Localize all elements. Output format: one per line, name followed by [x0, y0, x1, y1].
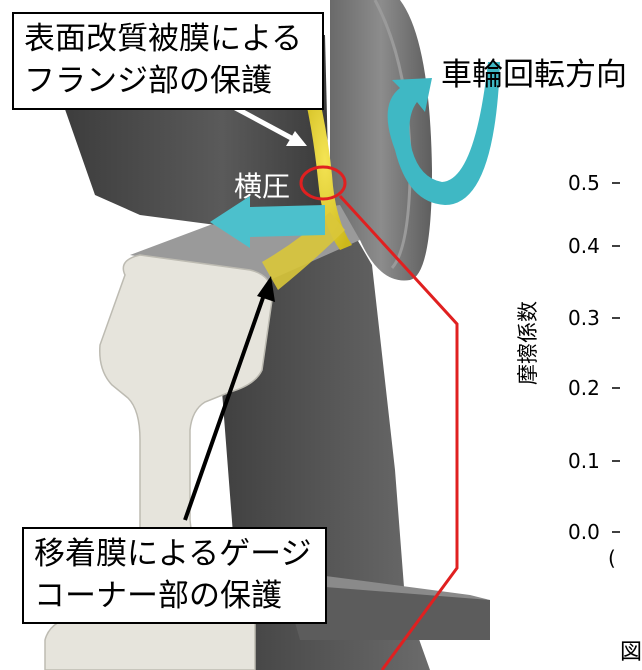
chart-y-axis-label: 摩擦係数: [516, 301, 540, 385]
callout-gauge-corner-protection: 移着膜によるゲージ コーナー部の保護: [22, 527, 327, 624]
callout-flange-protection: 表面改質被膜による フランジ部の保護: [12, 12, 324, 110]
y-tick-label: 0.0: [568, 520, 600, 544]
flange-coating: [298, 70, 352, 250]
lateral-force-arrow-icon: [210, 196, 325, 248]
wheel-flange: [330, 0, 432, 281]
y-tick-label: 0.2: [568, 376, 600, 400]
rotation-arrow-icon: [387, 62, 500, 205]
callout-bottom-line2: コーナー部の保護: [34, 578, 282, 614]
pointer-arrow-black: [183, 291, 267, 521]
y-tick-label: 0.3: [568, 306, 600, 330]
callout-top-line1: 表面改質被膜による: [24, 21, 303, 57]
pointer-arrowhead-white: [286, 131, 307, 146]
chart-axis: [612, 182, 620, 533]
callout-top-line2: フランジ部の保護: [24, 63, 272, 99]
callout-bottom-line1: 移着膜によるゲージ: [34, 536, 312, 572]
wheel-rotation-label: 車輪回転方向: [441, 57, 627, 93]
x-axis-partial: (: [608, 546, 616, 570]
pointer-arrowhead-black: [257, 276, 275, 302]
y-tick-label: 0.5: [568, 171, 600, 195]
y-tick-label: 0.4: [568, 234, 600, 258]
pointer-arrow-white: [228, 102, 297, 143]
highlight-circle: [299, 165, 347, 201]
y-tick-label: 0.1: [568, 449, 600, 473]
leader-line: [338, 194, 459, 670]
lateral-force-label: 横圧: [234, 170, 291, 203]
figure-caption-partial: 図: [620, 640, 642, 665]
